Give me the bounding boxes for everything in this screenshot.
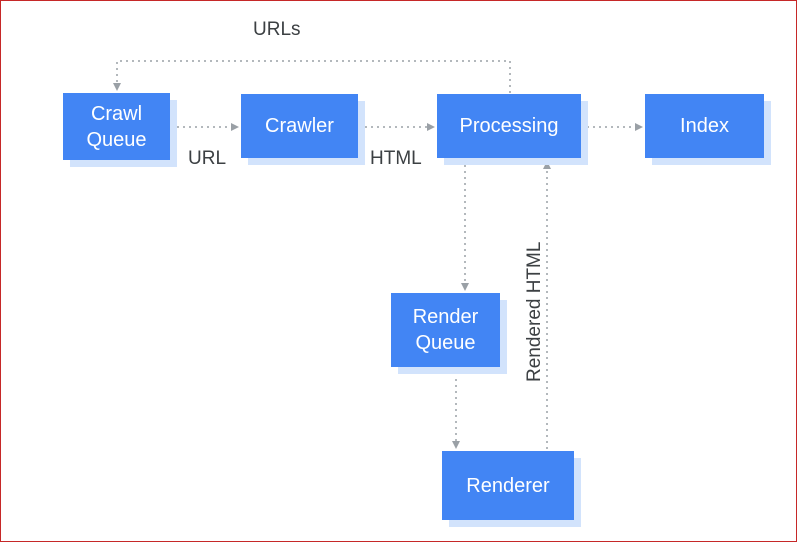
edge-label-urls: URLs <box>253 19 301 40</box>
node-processing-label: Processing <box>459 115 559 137</box>
edge-processing-to-crawl-queue <box>113 60 511 93</box>
node-renderer-label: Renderer <box>466 474 550 497</box>
node-crawl-queue-label: Crawl Queue <box>86 102 147 151</box>
node-index-label: Index <box>680 115 729 137</box>
node-index: Index <box>645 94 764 158</box>
edge-label-rendered-html: Rendered HTML <box>524 241 545 382</box>
node-processing: Processing <box>437 94 581 158</box>
edge-label-html: HTML <box>370 148 422 169</box>
node-crawler: Crawler <box>241 94 358 158</box>
edge-label-url: URL <box>188 148 227 169</box>
node-crawl-queue: Crawl Queue <box>63 93 170 160</box>
node-render-queue-label: Render Queue <box>412 306 479 354</box>
node-render-queue: Render Queue <box>391 293 500 367</box>
node-crawler-label: Crawler <box>265 115 334 137</box>
node-renderer: Renderer <box>442 451 574 520</box>
